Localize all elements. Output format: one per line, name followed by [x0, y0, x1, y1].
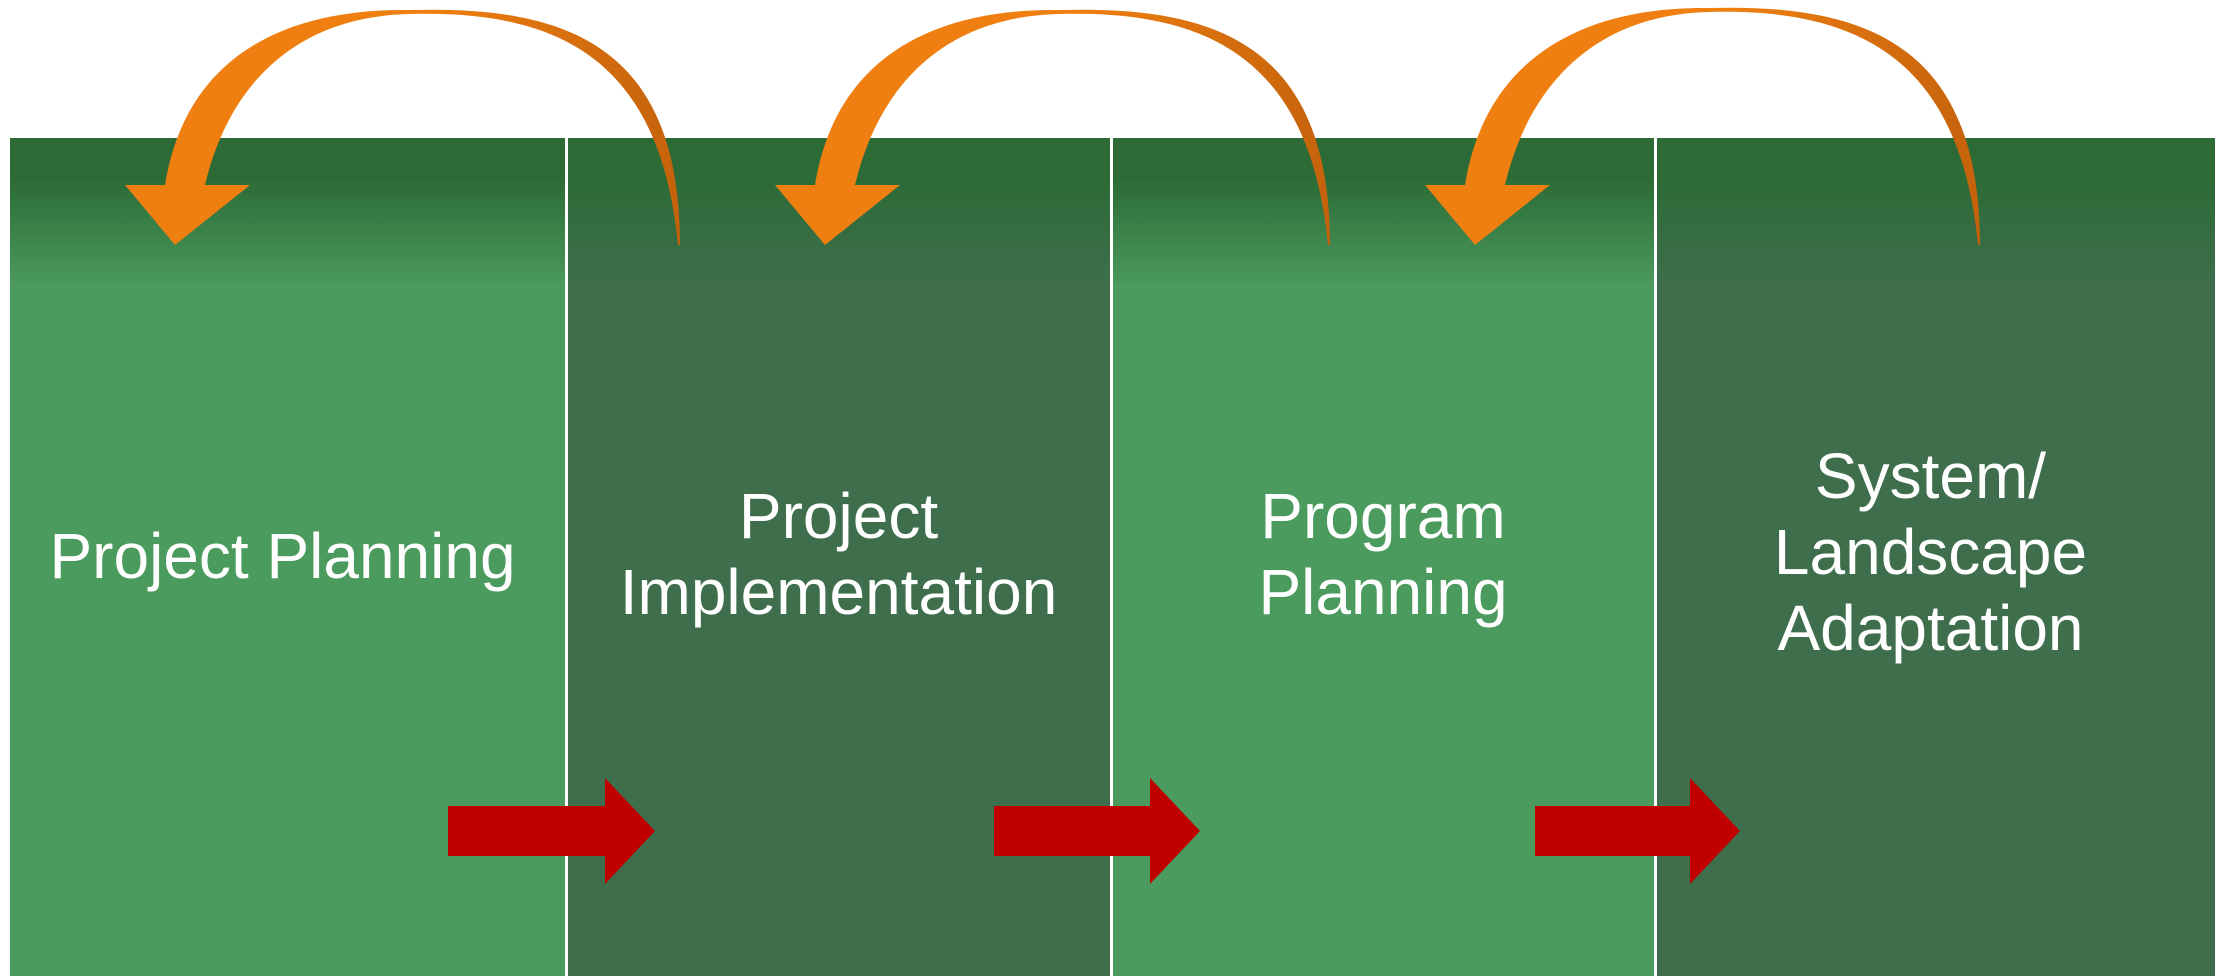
divider [565, 138, 568, 976]
stage-label: Project Planning [49, 520, 516, 592]
divider [1110, 138, 1113, 976]
curved-arrow-icon [1425, 7, 1980, 245]
right-arrow-icon [994, 778, 1200, 884]
stage-label: Program Planning [1258, 480, 1508, 628]
stage-panel-system-landscape-adaptation: System/ Landscape Adaptation [1656, 138, 2215, 976]
background-photo [1656, 138, 2215, 976]
right-arrow-icon [1535, 778, 1740, 884]
right-arrow-icon [448, 778, 655, 884]
divider [1654, 138, 1657, 976]
stage-panel-project-planning: Project Planning [10, 138, 565, 976]
curved-arrow-icon [775, 9, 1330, 246]
stage-label: Project Implementation [619, 480, 1058, 628]
curved-arrow-icon [125, 9, 680, 246]
stage-label: System/ Landscape Adaptation [1773, 440, 2088, 664]
